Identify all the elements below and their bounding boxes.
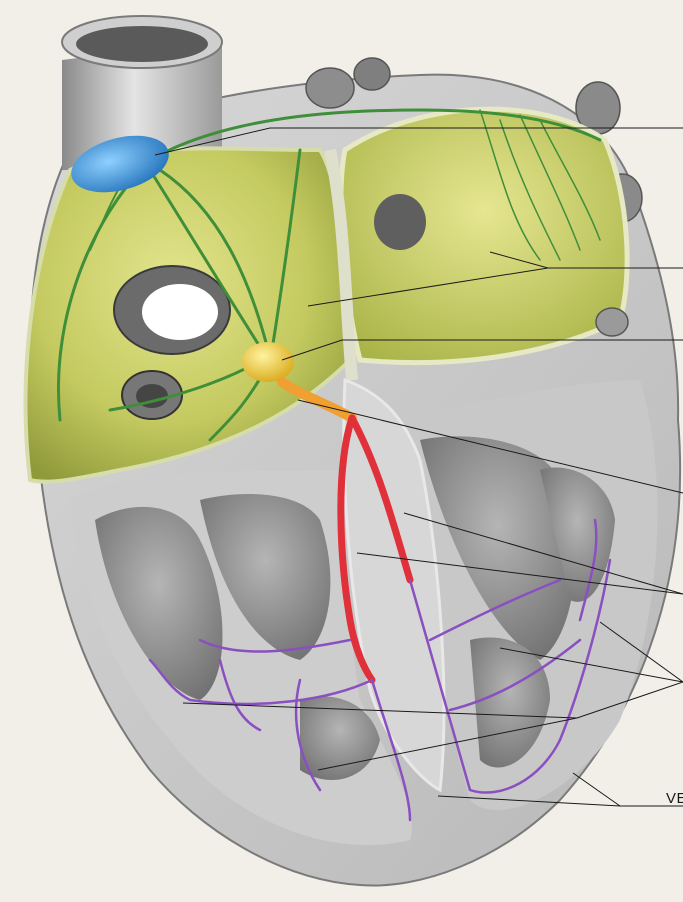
av-node xyxy=(242,342,294,382)
mitral-opening xyxy=(596,308,628,336)
leader-line-ventricle-left xyxy=(573,773,620,806)
ventricle-label: VE xyxy=(666,790,683,807)
pulmonary-vein-opening xyxy=(374,194,426,250)
